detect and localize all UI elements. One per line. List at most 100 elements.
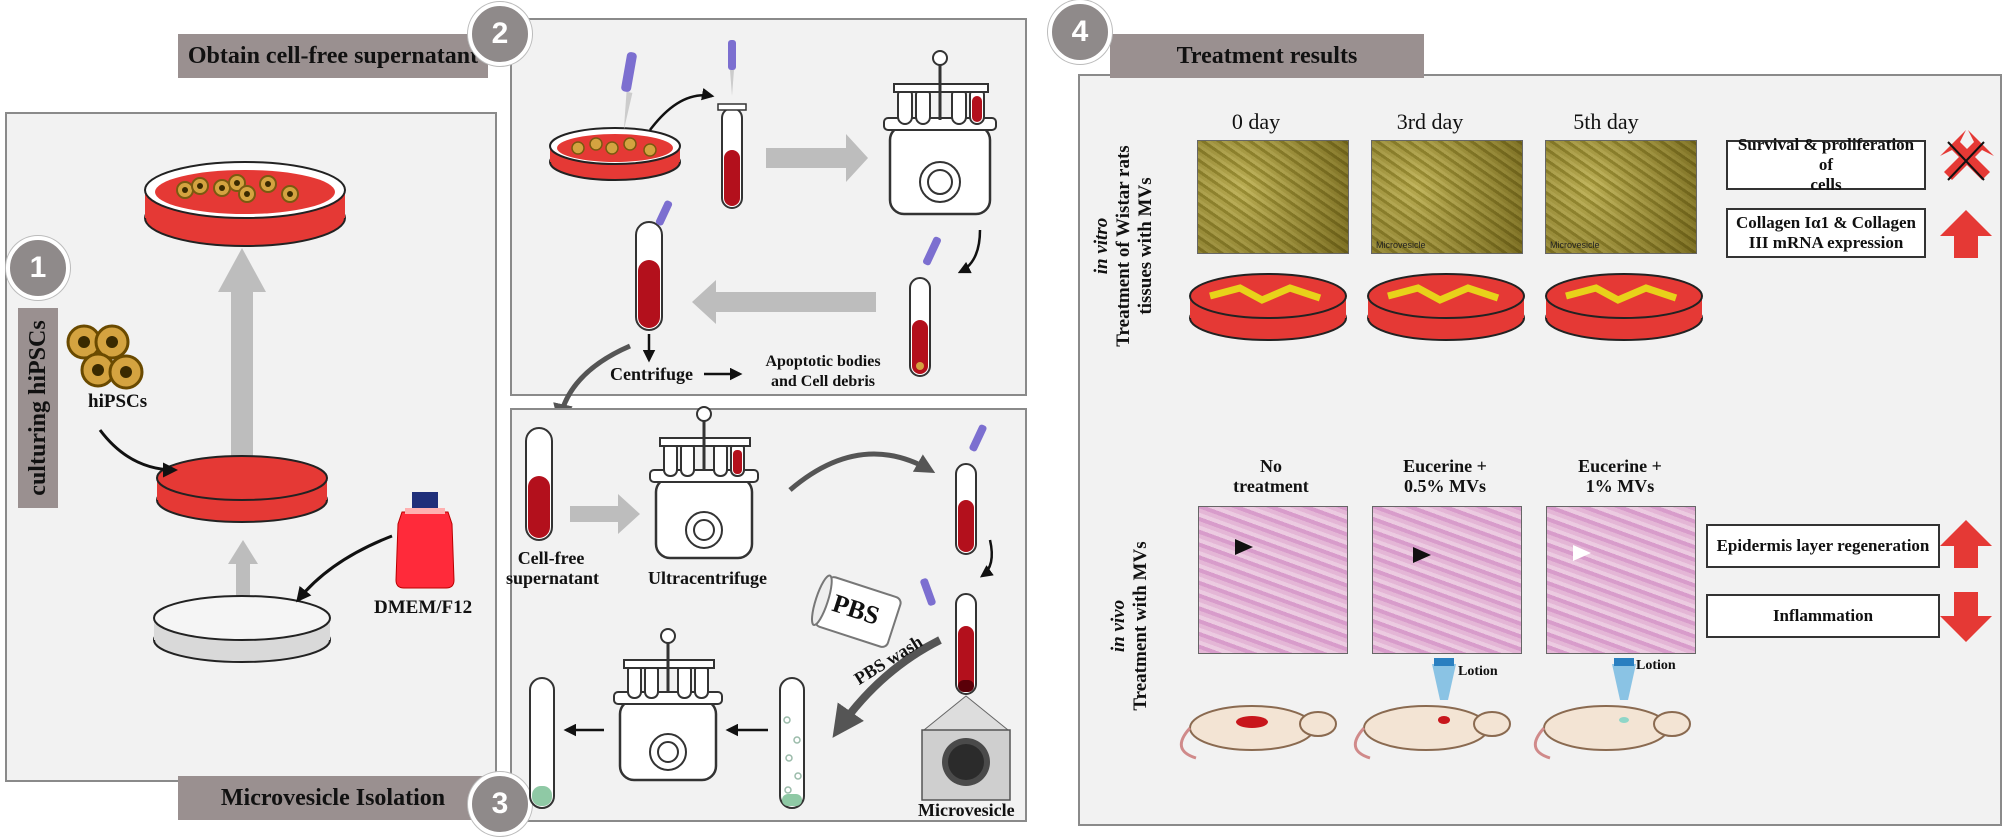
result-survival-line1: Survival & proliferation of	[1737, 135, 1915, 174]
black-arrow-icon-2	[1413, 547, 1431, 563]
rat-icon-3	[1533, 705, 1691, 760]
centrifuge-icon	[883, 50, 997, 216]
day-label-3: 3rd day	[1396, 109, 1464, 134]
result-epidermis-text: Epidermis layer regeneration	[1716, 536, 1930, 555]
result-collagen-line1: Collagen Iα1 & Collagen	[1736, 213, 1916, 232]
histology-1	[1546, 506, 1696, 654]
tube-final	[529, 677, 555, 809]
arrow-medium-to-dish	[296, 534, 393, 603]
group-label-1: Eucerine + 1% MVs	[1545, 456, 1695, 496]
pipette-icon	[621, 52, 637, 130]
result-survival-line2: cells	[1810, 175, 1842, 194]
dish-with-medium	[156, 455, 328, 523]
culture-dish-with-cells	[144, 161, 346, 247]
pbs-bottle-icon	[811, 574, 902, 648]
culture-photo-day3-caption: Microvesicle	[1376, 240, 1426, 250]
tube-ultra-result	[955, 463, 977, 555]
pipette-icon-4	[655, 200, 673, 226]
panel3-banner-text: Microvesicle Isolation	[220, 784, 446, 811]
supernatant-label-line1: Cell-free	[517, 548, 585, 568]
in-vivo-desc: Treatment with MVs	[1130, 541, 1151, 711]
ultracentrifuge-label: Ultracentrifuge	[648, 568, 767, 588]
arrow-right-gray-p3	[570, 494, 640, 534]
tube-blood-3	[635, 221, 663, 331]
day-label-5: 5th day	[1573, 109, 1639, 134]
panel2-banner-text: Obtain cell-free supernatant	[187, 42, 479, 69]
tissue-dish-3	[1545, 273, 1703, 341]
arrow-left-gray-p2	[692, 280, 876, 324]
group-label-1-line2: 0.5% MVs	[1404, 476, 1486, 496]
panel3-banner: Microvesicle Isolation	[178, 776, 488, 820]
arrow-down-icon-inflammation	[1940, 592, 1992, 642]
group-label-1-line1: Eucerine +	[1403, 456, 1487, 476]
group-label-2-line2: 1% MVs	[1585, 476, 1655, 496]
pipette-icon-5	[969, 424, 987, 452]
empty-dish	[153, 595, 331, 663]
pipette-icon-2	[728, 40, 736, 96]
pipette-icon-3	[923, 236, 941, 266]
badge-1: 1	[6, 236, 70, 300]
in-vivo-label: in vivo Treatment with MVs	[1108, 516, 1160, 736]
result-collagen-line2: III mRNA expression	[1748, 233, 1904, 252]
white-arrow-icon	[1573, 545, 1591, 561]
arrow-up-icon-epidermis	[1940, 520, 1992, 568]
debris-label: Apoptotic bodies and Cell debris	[748, 352, 898, 392]
result-box-inflammation: Inflammation	[1706, 594, 1940, 638]
lotion-label-2: Lotion	[1636, 658, 1676, 673]
group-label-2-line1: Eucerine +	[1578, 456, 1662, 476]
in-vivo-tag: in vivo	[1108, 599, 1129, 653]
result-inflammation-text: Inflammation	[1772, 606, 1874, 625]
rat-icon-1	[1179, 705, 1337, 760]
tube-supernatant	[525, 427, 553, 541]
culture-photo-day3: Microvesicle	[1371, 140, 1523, 254]
crossed-cross-arrows-icon	[1940, 130, 1994, 181]
arrow-up-gray-small	[228, 540, 258, 596]
tube-pellet	[779, 677, 805, 809]
group-label-no-treatment: No treatment	[1196, 456, 1346, 496]
tube-wash	[955, 593, 977, 695]
tube-blood-1	[717, 103, 747, 209]
arrow-ultra-to-tube	[788, 451, 936, 492]
tube-blood-2	[909, 277, 931, 377]
medium-bottle-icon	[395, 492, 455, 589]
ultracentrifuge-icon-2	[613, 628, 723, 782]
arrow-hipsc-to-dish	[98, 429, 178, 478]
tissue-dish-2	[1367, 273, 1525, 341]
group-label-0-line2: treatment	[1233, 476, 1309, 496]
group-label-05: Eucerine + 0.5% MVs	[1370, 456, 1520, 496]
panel2-banner: Obtain cell-free supernatant	[178, 34, 488, 78]
result-box-survival: Survival & proliferation of cells	[1726, 135, 1926, 194]
lotion-dropper-2	[1612, 658, 1636, 700]
dmem-label: DMEM/F12	[374, 597, 473, 618]
badge-3: 3	[468, 772, 532, 836]
arrow-up-icon-collagen	[1940, 210, 1992, 258]
supernatant-label-line2: supernatant	[506, 568, 600, 588]
day-label-0: 0 day	[1231, 109, 1281, 134]
ultracentrifuge-icon	[649, 406, 759, 560]
centrifuge-label: Centrifuge	[610, 364, 693, 384]
microvesicle-label: Microvesicle	[918, 800, 1015, 820]
culture-photo-day5: Microvesicle	[1545, 140, 1697, 254]
tissue-dish-1	[1189, 273, 1347, 341]
culture-photo-day5-caption: Microvesicle	[1550, 240, 1600, 250]
arrow-up-gray-large	[218, 248, 266, 460]
arrow-right-gray-p2	[766, 134, 868, 182]
arrow-pbs-wash	[832, 636, 942, 738]
pipette-icon-6	[920, 578, 936, 606]
rat-icon-2	[1353, 705, 1511, 760]
panel4-banner-text: Treatment results	[1176, 42, 1358, 69]
debris-label-line1: Apoptotic bodies	[765, 353, 881, 370]
result-box-epidermis: Epidermis layer regeneration	[1706, 524, 1940, 568]
badge-2: 2	[468, 2, 532, 66]
debris-label-line2: and Cell debris	[770, 373, 875, 390]
histology-no-treatment	[1198, 506, 1348, 654]
black-arrow-icon	[1235, 539, 1253, 555]
lotion-dropper-1	[1432, 658, 1456, 700]
culture-photo-day0	[1197, 140, 1349, 254]
result-box-collagen: Collagen Iα1 & Collagen III mRNA express…	[1726, 208, 1926, 258]
hipsc-label: hiPSCs	[88, 391, 148, 412]
